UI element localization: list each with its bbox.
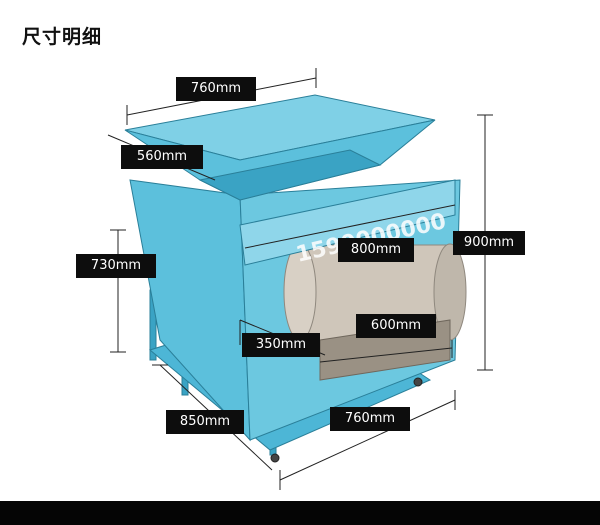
hopper-inner bbox=[198, 149, 382, 201]
wheels bbox=[270, 377, 423, 463]
label-conveyor-width: 800mm bbox=[338, 238, 414, 262]
label-roller-height: 350mm bbox=[242, 333, 320, 357]
body-side-panel bbox=[129, 179, 251, 442]
page-title: 尺寸明细 bbox=[22, 26, 103, 48]
label-base-depth: 850mm bbox=[166, 410, 244, 434]
label-top-depth: 560mm bbox=[121, 145, 203, 169]
label-base-width: 760mm bbox=[330, 407, 410, 431]
label-roller-width: 600mm bbox=[356, 314, 436, 338]
label-total-height: 900mm bbox=[453, 231, 525, 255]
footer-bar bbox=[0, 501, 600, 525]
label-body-height: 730mm bbox=[76, 254, 156, 278]
label-top-width: 760mm bbox=[176, 77, 256, 101]
conveyor-frame bbox=[239, 179, 456, 266]
